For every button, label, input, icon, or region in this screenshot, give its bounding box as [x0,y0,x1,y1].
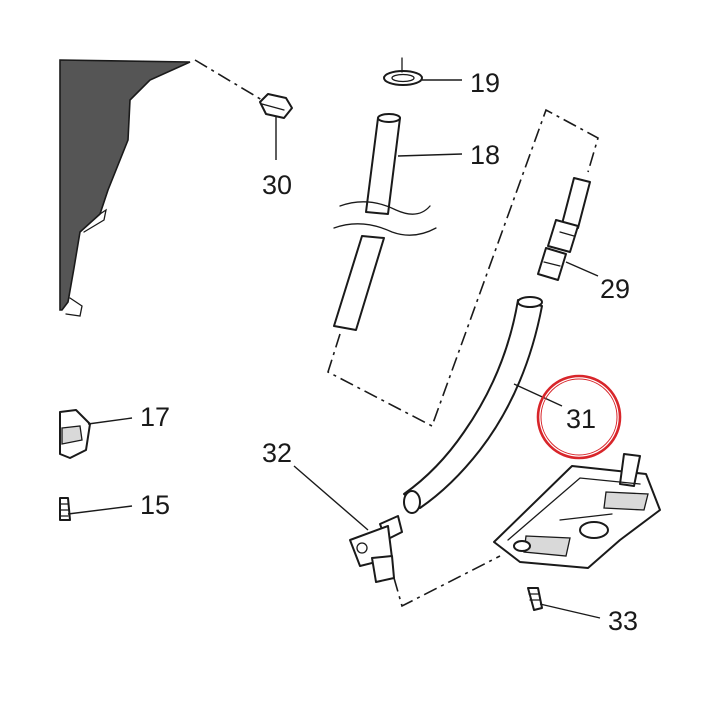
callout-18: 18 [470,140,500,170]
callout-33: 33 [608,606,638,636]
callout-17: 17 [140,402,170,432]
part-18-hose [333,113,437,331]
callout-30: 30 [262,170,292,200]
callout-29: 29 [600,274,630,304]
bracket-tray [493,453,661,569]
part-17-cap [59,409,91,459]
part-33-screw [527,587,543,611]
highlight-ring [536,374,622,460]
routing-dashes [327,108,599,428]
callout-19: 19 [470,68,500,98]
part-19-clamp [383,57,423,86]
callout-31: 31 [566,404,596,434]
part-29-connector [537,177,591,281]
part-31-hose [403,296,543,514]
part-30-clip [194,59,293,119]
part-32-fitting [349,515,501,608]
callout-15: 15 [140,490,170,520]
callout-32: 32 [262,438,292,468]
housing-panel [59,59,191,317]
part-15-screw [59,497,71,521]
leader-lines [67,79,601,619]
callout-labels: 19 18 30 29 17 31 32 15 33 [140,68,638,636]
